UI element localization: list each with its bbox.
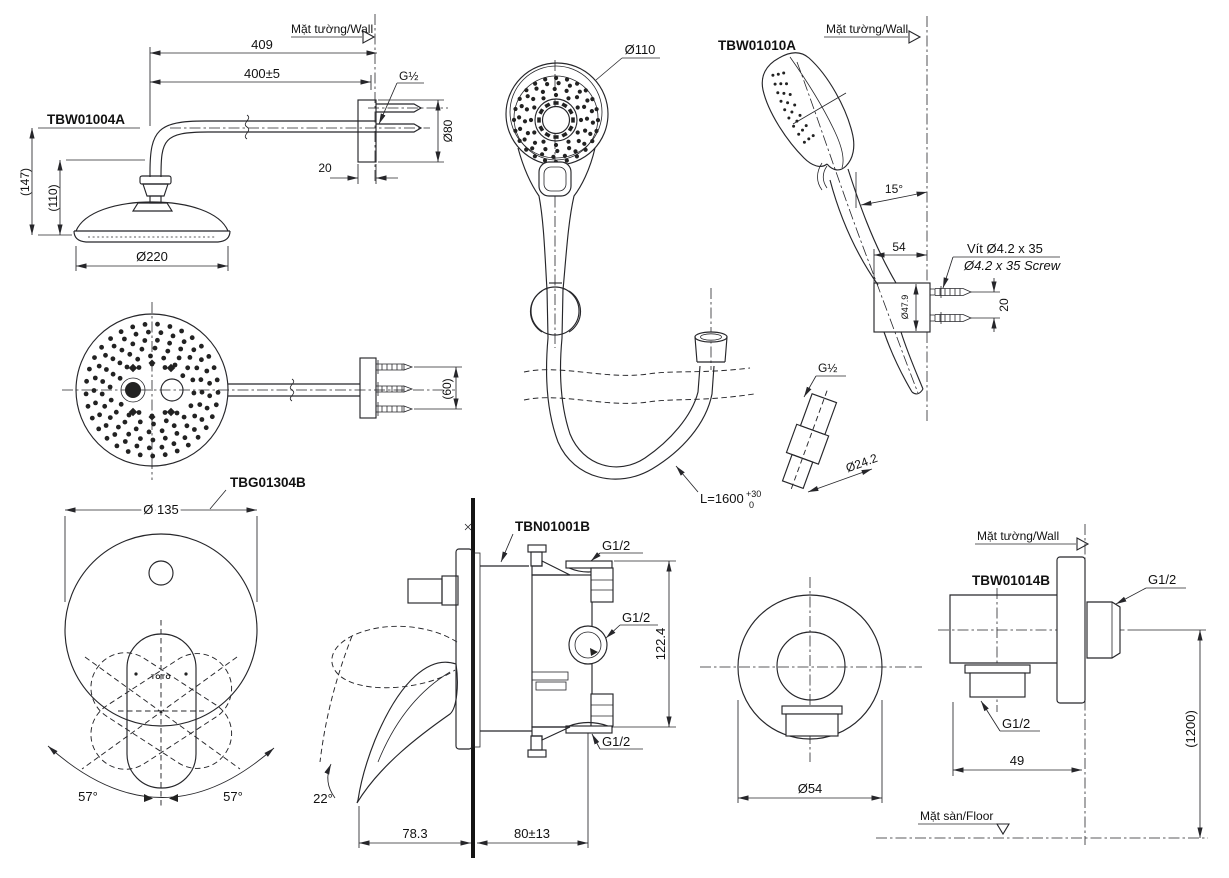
- floor-arrow-icon: [996, 823, 1010, 836]
- dim-d110: Ø110: [625, 42, 656, 57]
- outlet-nut: [785, 713, 839, 737]
- thread-top-label: G1/2: [602, 538, 630, 553]
- outlet-nut-lip: [781, 705, 843, 715]
- escutcheon-side: [1056, 556, 1086, 704]
- brand-logo: TOTO: [151, 674, 171, 681]
- product-code: TBW01004A: [47, 112, 125, 127]
- wall-arrow-icon: [908, 30, 922, 44]
- view-outlet-side: Mặt tường/Wall TBW01014B G1/2 G1/2 49 (1…: [876, 524, 1208, 845]
- angle-arc: [47, 745, 275, 798]
- screw-label-vi: Vít Ø4.2 x 35: [967, 241, 1043, 256]
- diverter-button: [148, 560, 174, 586]
- spray-dots: [511, 75, 601, 165]
- view-outlet-front: Ø54: [700, 577, 922, 803]
- pipe-break-mark: [244, 114, 250, 140]
- view-valve-side: TBN01001B: [313, 498, 676, 858]
- hose-tol-minus: 0: [749, 500, 754, 510]
- angle-57-left: 57°: [78, 789, 98, 804]
- center-port: [568, 625, 608, 665]
- handshower-handle: [796, 61, 924, 395]
- shower-hose: [523, 288, 755, 480]
- wall-break-mark: [464, 523, 472, 531]
- thread-right-label: G1/2: [1148, 572, 1176, 587]
- dim-49: 49: [1010, 753, 1024, 768]
- thread-bottom-label: G1/2: [602, 734, 630, 749]
- bracket-screws: [930, 286, 972, 324]
- lever-handle: [126, 633, 197, 789]
- thread-g12-label: G½: [399, 69, 418, 83]
- shower-face-circle: [75, 313, 229, 467]
- outlet-boss: [776, 631, 846, 701]
- view-overhead-shower-face: (60): [62, 302, 462, 480]
- wall-plate: [357, 99, 377, 163]
- wall-plate: [359, 357, 377, 419]
- dim-d54: Ø54: [798, 781, 823, 796]
- wall-arrow-icon: [1076, 537, 1090, 551]
- outlet-escutcheon: [737, 594, 883, 740]
- valve-handle: [319, 625, 458, 804]
- face-nozzle-dots: [771, 71, 815, 144]
- view-handshower-side: TBW01010A Mặt tường/Wall 15°: [718, 16, 1062, 493]
- view-overhead-shower-side: Mặt tường/Wall 409 400±5 G½ Ø80 20 TBW01…: [18, 14, 455, 271]
- dim-height: 122.4: [653, 628, 668, 661]
- thread-bottom-label: G1/2: [1002, 716, 1030, 731]
- pipe-break-mark: [289, 378, 295, 402]
- dim-783: 78.3: [402, 826, 427, 841]
- hose-length: L=1600: [700, 491, 744, 506]
- dim-110: (110): [46, 184, 60, 211]
- break-line: [523, 393, 755, 404]
- product-code: TBW01010A: [718, 38, 796, 53]
- angle-15: 15°: [885, 182, 903, 196]
- angle-57-right: 57°: [223, 789, 243, 804]
- dim-1200: (1200): [1183, 710, 1198, 748]
- dim-d80: Ø80: [441, 119, 455, 142]
- massage-nozzle-ring: [537, 101, 575, 139]
- dim-400: 400±5: [244, 66, 280, 81]
- screw-label-en: Ø4.2 x 35 Screw: [963, 258, 1062, 273]
- valve-body: [480, 544, 614, 758]
- angle-22: 22°: [313, 791, 333, 806]
- view-mixer-trim-front: TBG01304B Ø 135 TOTO 57° 57°: [47, 475, 306, 806]
- product-code: TBG01304B: [230, 475, 306, 490]
- wall-label: Mặt tường/Wall: [291, 22, 373, 36]
- break-line: [523, 367, 751, 376]
- wall-arrow-icon: [362, 30, 376, 44]
- thread-g12-label: G½: [818, 361, 837, 375]
- floor-label: Mặt sàn/Floor: [920, 809, 993, 823]
- view-handshower-front: Ø110: [505, 42, 761, 510]
- product-code: TBN01001B: [515, 519, 590, 534]
- hose-connector-detail: [781, 390, 838, 491]
- product-code: TBW01014B: [972, 573, 1050, 588]
- dim-147: (147): [18, 168, 32, 196]
- dim-20: 20: [318, 161, 332, 175]
- wall-label: Mặt tường/Wall: [826, 22, 908, 36]
- escutcheon-circle: [64, 533, 258, 727]
- outlet-nut-side: [969, 672, 1026, 698]
- dim-20: 20: [997, 298, 1011, 312]
- spray-nozzle-dots: [83, 321, 221, 459]
- dim-d479: Ø47.9: [900, 295, 910, 320]
- outlet-body: [949, 594, 1057, 664]
- thread-fitting: [1086, 601, 1121, 659]
- dim-409: 409: [251, 37, 273, 52]
- wall-label: Mặt tường/Wall: [977, 529, 1059, 543]
- dim-d242: Ø24.2: [844, 451, 880, 475]
- hose-tol-plus: +30: [746, 489, 761, 499]
- dim-80: 80±13: [514, 826, 550, 841]
- mode-button: [538, 161, 572, 197]
- handshower-head-side: [761, 52, 855, 191]
- wall-bracket: [873, 282, 931, 333]
- dim-d135: Ø 135: [143, 502, 178, 517]
- shower-holder: [529, 286, 582, 339]
- dim-d220: Ø220: [136, 249, 168, 264]
- mounting-screws: [376, 360, 414, 416]
- trim-plate-side: [455, 548, 473, 750]
- diverter-stem: [407, 578, 443, 604]
- dim-54: 54: [892, 240, 906, 254]
- thread-mid-label: G1/2: [622, 610, 650, 625]
- dim-60: (60): [440, 378, 454, 399]
